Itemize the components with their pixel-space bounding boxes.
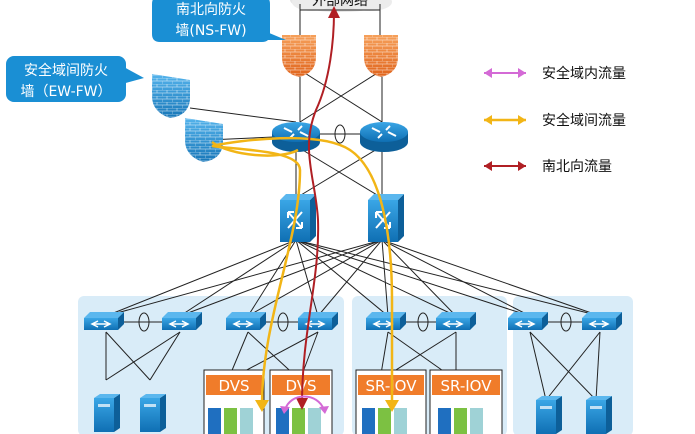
- legend-item-intra-zone: 安全域内流量: [542, 65, 626, 82]
- host-sriov-2: SR-IOV: [429, 369, 503, 434]
- north-south-arrow-up-icon: [328, 6, 340, 18]
- cloud-icon: [290, 0, 392, 12]
- ew-firewall-top-icon: [152, 74, 190, 118]
- legend: 安全域内流量 安全域间流量 南北向流量: [484, 65, 626, 175]
- inter-zone-arrow-icon: [385, 400, 399, 412]
- access-switch-icon: [581, 311, 623, 331]
- intra-zone-arrow-icon: [280, 406, 290, 414]
- ns-fw-callout-line1: 南北向防火: [176, 2, 246, 18]
- host-dvs-2-label: DVS: [285, 377, 316, 395]
- north-south-flow-line: [301, 11, 335, 405]
- ew-firewall-bottom-icon: [185, 118, 223, 162]
- host-sriov-2-label: SR-IOV: [441, 377, 493, 395]
- server-icon: [536, 396, 562, 434]
- access-switch-icon: [225, 311, 267, 331]
- access-switch-icon: [83, 311, 125, 331]
- ns-fw-callout: 南北向防火 墙(NS-FW): [152, 0, 286, 42]
- legend-item-inter-zone: 安全域间流量: [542, 112, 626, 129]
- server-icon: [140, 394, 166, 432]
- inter-zone-arrow-icon: [255, 400, 269, 412]
- intra-zone-flow-line: [284, 395, 325, 411]
- access-switch-icon: [365, 311, 407, 331]
- ns-firewall-right-icon: [364, 35, 398, 77]
- cloud-label: 外部网络: [312, 0, 368, 9]
- ew-fw-callout: 安全域间防火 墙（EW-FW）: [6, 56, 144, 102]
- server-icon: [94, 394, 120, 432]
- server-icon: [586, 396, 612, 434]
- ew-fw-callout-line2: 墙（EW-FW）: [20, 84, 111, 100]
- inter-zone-flow-lines: [211, 136, 394, 405]
- access-switch-icon: [507, 311, 549, 331]
- access-switch-icon: [435, 311, 477, 331]
- ns-firewall-left-icon: [282, 35, 316, 77]
- host-dvs-1: DVS: [203, 369, 265, 434]
- ns-fw-callout-line2: 墙(NS-FW): [175, 23, 246, 39]
- access-switch-icon: [161, 311, 203, 331]
- stack-markers: [138, 124, 572, 332]
- router-right-icon: [359, 121, 409, 153]
- intra-zone-arrow-icon: [319, 406, 329, 414]
- access-switch-icon: [297, 311, 339, 331]
- host-dvs-1-label: DVS: [218, 377, 249, 395]
- ew-fw-callout-line1: 安全域间防火: [24, 62, 108, 79]
- legend-item-north-south: 南北向流量: [542, 159, 612, 175]
- network-links: [105, 4, 601, 401]
- north-south-arrow-down-icon: [296, 398, 308, 410]
